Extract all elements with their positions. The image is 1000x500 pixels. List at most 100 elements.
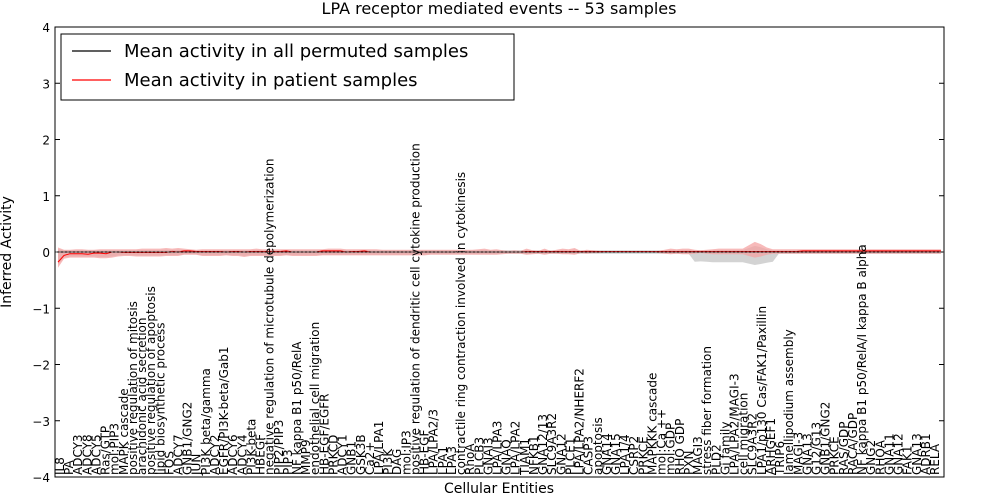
y-tick-label: −2 [32, 359, 50, 373]
y-tick-label: −4 [32, 471, 50, 485]
y-tick-label: 3 [42, 77, 50, 91]
entity-label: ADCY6 [226, 434, 240, 475]
entity-label: NFKB1 [527, 435, 541, 475]
entity-label: ADCY5 [89, 434, 103, 475]
entity-label: PI3K beta/gamma [199, 368, 213, 475]
entity-label: stress fiber formation [700, 346, 714, 475]
entity-label: ARHGEF1 [764, 418, 778, 475]
entity-label: lamellipodium assembly [782, 329, 796, 475]
entity-label: HB-EGF [418, 430, 432, 475]
entity-label: PI3K-beta [244, 419, 258, 475]
entity-label: Ras/GTP [99, 426, 113, 475]
entity-label: endothelial cell migration [308, 322, 322, 475]
entity-label: mol:PIP3 [108, 423, 122, 475]
entity-label: GSK3B [354, 434, 368, 475]
entity-label: GNAQ [500, 439, 514, 475]
entity-label: positive regulation of mitosis [126, 301, 140, 475]
entity-label: PLD2 [709, 444, 723, 475]
entity-label: apoptosis [591, 417, 605, 475]
entity-label: IL8 [53, 457, 67, 475]
patient-band [58, 241, 941, 268]
entity-label: ADCY8 [80, 434, 94, 475]
legend: Mean activity in all permuted samples Me… [60, 33, 515, 101]
entity-label: RHOA [873, 439, 887, 475]
entity-label: LPA1 [436, 446, 450, 475]
entity-label: Gi family [718, 422, 732, 475]
entity-label: CASP3 [582, 436, 596, 475]
entity-label: positive regulation of dendritic cell cy… [408, 143, 422, 475]
entity-label: RhoA [463, 443, 477, 475]
entity-label: MAPK cascade [117, 388, 131, 475]
entity-label: PLCB3 [472, 437, 486, 475]
entity-label: PLCE1 [563, 437, 577, 475]
entity-label: LPA/LPA2/3 [427, 409, 441, 475]
entity-label: MAGI3 [691, 436, 705, 475]
entity-label: LPA1/4 [618, 434, 632, 475]
entity-label: lipid biosynthetic process [153, 322, 167, 475]
entity-label: PIP3 [281, 449, 295, 475]
entity-label: MAGI-3 [791, 432, 805, 475]
entity-label: LPA/LPA2 [509, 421, 523, 475]
y-axis-title: Inferred Activity [0, 196, 15, 308]
entity-label: ADCY3 [71, 434, 85, 475]
entity-label: GNG2 [864, 440, 878, 475]
entity-label: HB-EGF/EGFR [317, 393, 331, 475]
entity-label: mol:IP3 [399, 430, 413, 475]
entity-label: RELA [928, 443, 942, 475]
entity-label: TIAM1 [518, 438, 532, 476]
plot-frame [54, 26, 945, 478]
entity-label: GNA11 [882, 433, 896, 475]
entity-label: PXN [682, 451, 696, 475]
entity-label: PI3K [381, 448, 395, 475]
entity-label: GNB1 [345, 441, 359, 475]
entity-label: LPA/LPA3 [491, 421, 505, 475]
entity-label: positive regulation of apoptosis [144, 286, 158, 475]
entity-label: LPA/LPA1 [372, 421, 386, 475]
entity-label: FOS [162, 451, 176, 475]
entity-label: SLC9A3R2 [746, 413, 760, 475]
entity-label: contractile ring contraction involved in… [454, 172, 468, 475]
entity-label: mol:Ca ++ [655, 409, 669, 475]
entity-label: MMP9 [299, 439, 313, 475]
entity-label: GNA15 [609, 433, 623, 475]
entity-label: PA [62, 460, 76, 475]
entity-label: GNA14 [600, 433, 614, 475]
entity-label: ADCY2 [208, 434, 222, 475]
entity-label: RHO GDP [673, 419, 687, 475]
y-tick-label: −1 [32, 302, 50, 316]
entity-label: GNA12 [554, 433, 568, 475]
entity-label: HBEGF [254, 434, 268, 475]
legend-label-permuted: Mean activity in all permuted samples [124, 41, 468, 62]
entity-label: LPA/LPA2/MAGI-3 [727, 373, 741, 475]
entity-label: negative regulation of microtubule depol… [263, 158, 277, 475]
entity-label: RAS/GDP [837, 422, 851, 476]
y-tick-label: −3 [32, 415, 50, 429]
entity-label: EGFR/PI3K-beta/Gab1 [217, 346, 231, 475]
legend-label-patient: Mean activity in patient samples [124, 70, 418, 91]
entity-label: LPA1/p130 Cas/FAK1/Paxillin [755, 306, 769, 475]
entity-label: PRKCE [636, 436, 650, 475]
entity-label: Ca2+ [363, 442, 377, 475]
entity-label: GNA12/13 [536, 414, 550, 475]
chart-title: LPA receptor mediated events -- 53 sampl… [322, 0, 677, 18]
entity-label: MAPKKK cascade [645, 373, 659, 475]
y-tick-label: 1 [42, 190, 50, 204]
y-tick-label: 2 [42, 134, 50, 148]
entity-label: G12/G13 [810, 422, 824, 475]
entity-label: LPA/LPA2/NHERF2 [573, 368, 587, 475]
entity-label: NF kappa B1 p50/RelA [290, 341, 304, 475]
legend-box [60, 33, 515, 101]
y-tick-label: 0 [42, 246, 50, 260]
entity-label: GNAI3 [481, 437, 495, 475]
entity-label: cell migration [737, 393, 751, 475]
entity-label: NF kappa B1 p50/RelA/I kappa B alpha [855, 244, 869, 475]
entity-label: GNB1/GNG2 [819, 402, 833, 475]
entity-label: PRKCD [326, 435, 340, 475]
entity-label: PRKCE [828, 436, 842, 475]
entity-label: ADRB1 [919, 433, 933, 475]
entity-label: ADCY4 [235, 434, 249, 475]
entity-label: GNA13 [800, 433, 814, 475]
entity-label: CSRP2 [627, 436, 641, 475]
entity-label: TRIP6 [773, 441, 787, 476]
